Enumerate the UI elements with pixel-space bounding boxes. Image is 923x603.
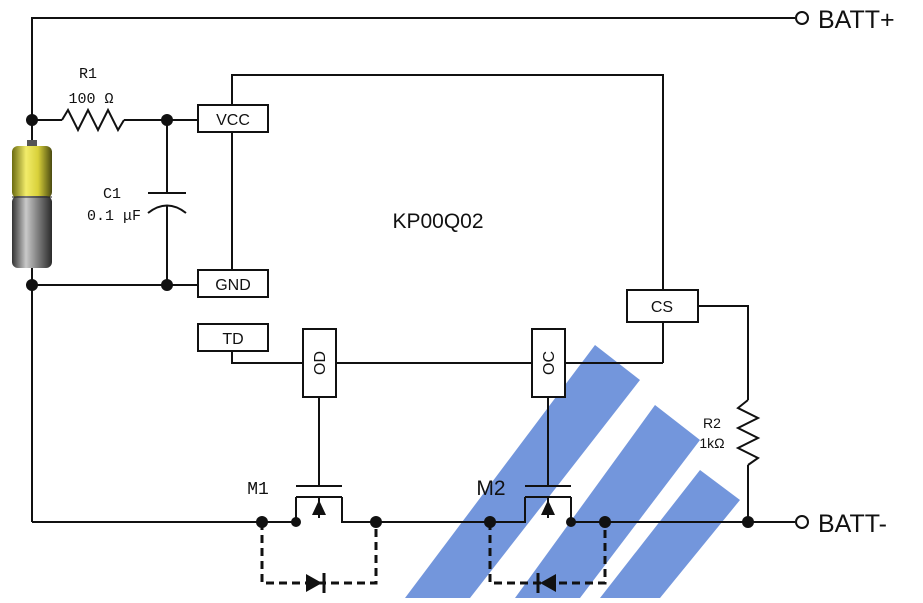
c1-value: 0.1 μF xyxy=(87,208,141,225)
pin-label-cs: CS xyxy=(651,299,673,316)
r2-value: 1kΩ xyxy=(699,435,724,451)
m1-diode-symbol xyxy=(306,573,326,593)
pin-label-oc: OC xyxy=(541,351,558,375)
r1-ref: R1 xyxy=(79,66,97,83)
pin-label-gnd: GND xyxy=(215,277,251,294)
pin-label-od: OD xyxy=(312,351,329,375)
pin-box-cs xyxy=(626,289,699,323)
m2-arrow-icon xyxy=(541,500,555,515)
pin-box-od xyxy=(302,328,337,398)
watermark-logo xyxy=(405,345,740,598)
junction-dots xyxy=(26,114,754,528)
batt-minus-label: BATT- xyxy=(818,510,887,538)
r2-resistor xyxy=(735,399,761,466)
m1-label: M1 xyxy=(247,480,269,500)
pin-box-td xyxy=(197,323,269,352)
m1-body-diode xyxy=(260,522,378,585)
pin-box-oc xyxy=(531,328,566,398)
ic-name: KP00Q02 xyxy=(392,210,483,233)
batt-plus-terminal-icon xyxy=(795,11,809,25)
r1-value: 100 Ω xyxy=(68,91,113,108)
pin-label-td: TD xyxy=(222,331,243,348)
wires xyxy=(31,17,795,523)
m2-label: M2 xyxy=(476,477,505,500)
c1-ref: C1 xyxy=(103,186,121,203)
battery-icon xyxy=(12,140,52,268)
r2-ref: R2 xyxy=(703,415,721,431)
m1-arrow-icon xyxy=(312,500,326,515)
batt-minus-terminal-icon xyxy=(795,515,809,529)
r1-resistor xyxy=(61,107,125,133)
pin-box-vcc xyxy=(197,104,269,133)
pin-label-vcc: VCC xyxy=(216,112,250,129)
m2-diode-symbol xyxy=(536,573,556,593)
pin-box-gnd xyxy=(197,269,269,298)
batt-plus-label: BATT+ xyxy=(818,6,895,34)
